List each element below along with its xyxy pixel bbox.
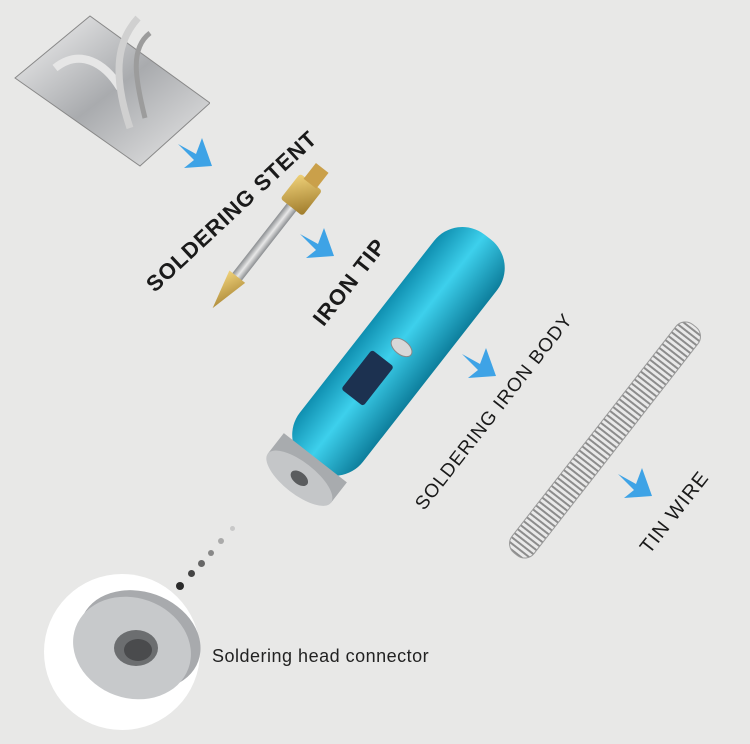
trail-dot	[230, 526, 235, 531]
soldering-head-connector-image	[44, 574, 201, 730]
trail-dot	[198, 560, 205, 567]
arrow-down-right-icon	[618, 468, 652, 498]
arrow-down-right-icon	[300, 228, 334, 258]
trail-dot	[218, 538, 224, 544]
soldering-iron-body-image	[266, 227, 505, 506]
iron-tip-image	[212, 162, 329, 309]
connector-caption: Soldering head connector	[212, 646, 430, 666]
soldering-stent-image	[14, 15, 210, 167]
arrow-down-right-icon	[178, 138, 212, 168]
tin-wire-image	[509, 321, 701, 559]
trail-dot	[176, 582, 184, 590]
trail-dot	[188, 570, 195, 577]
trail-dot	[208, 550, 214, 556]
arrow-down-right-icon	[462, 348, 496, 378]
